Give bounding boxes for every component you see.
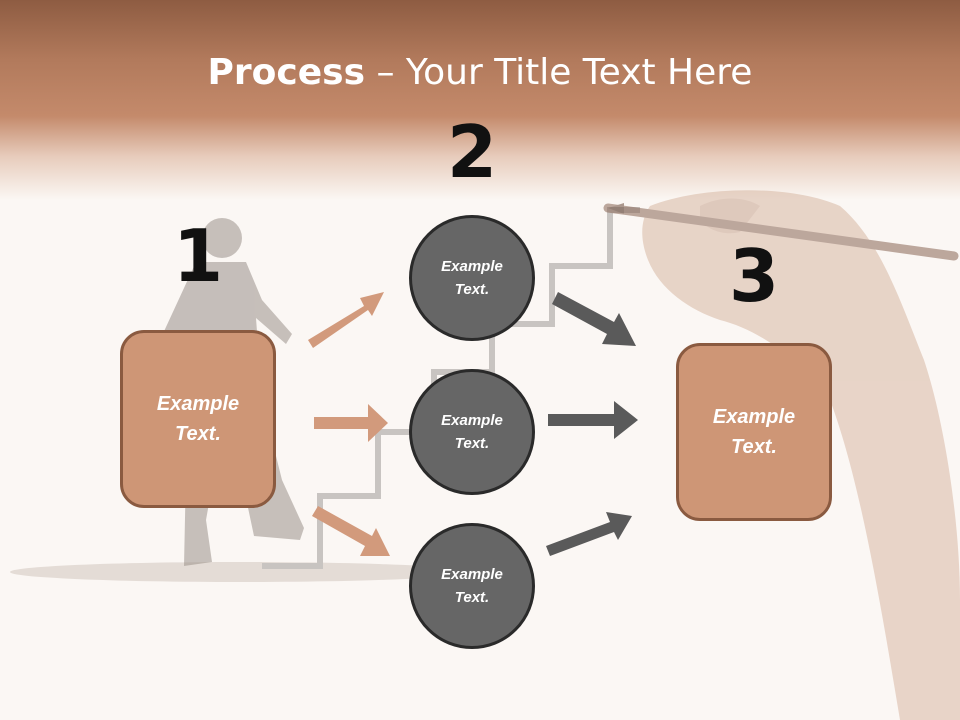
arrow-right-lower bbox=[546, 512, 632, 556]
circle-middle[interactable]: Example Text. bbox=[409, 369, 535, 495]
arrow-left-lower bbox=[312, 506, 390, 556]
circle-bottom-line1: Example bbox=[441, 566, 503, 583]
title-rest-part: – Your Title Text Here bbox=[365, 52, 753, 93]
left-text-box[interactable]: Example Text. bbox=[120, 330, 276, 508]
step-number-1: 1 bbox=[172, 214, 224, 298]
circle-top-line1: Example bbox=[441, 258, 503, 275]
arrow-right-middle bbox=[548, 401, 638, 439]
arrow-left-upper bbox=[308, 292, 384, 348]
circle-top[interactable]: Example Text. bbox=[409, 215, 535, 341]
circle-middle-line1: Example bbox=[441, 412, 503, 429]
slide-title: Process – Your Title Text Here bbox=[0, 52, 960, 93]
arrow-right-upper bbox=[552, 292, 636, 346]
left-box-line1: Example bbox=[156, 393, 240, 415]
left-box-line2: Text. bbox=[175, 423, 221, 445]
hand-with-pencil bbox=[603, 190, 960, 720]
circle-middle-line2: Text. bbox=[454, 435, 490, 452]
circle-bottom[interactable]: Example Text. bbox=[409, 523, 535, 649]
right-box-line1: Example bbox=[712, 406, 796, 428]
circle-bottom-line2: Text. bbox=[454, 589, 490, 606]
circle-top-line2: Text. bbox=[454, 281, 490, 298]
right-text-box[interactable]: Example Text. bbox=[676, 343, 832, 521]
right-box-line2: Text. bbox=[731, 436, 777, 458]
header-band bbox=[0, 0, 960, 200]
arrow-left-middle bbox=[314, 404, 388, 442]
step-number-3: 3 bbox=[728, 234, 780, 318]
floor-shadow bbox=[10, 562, 470, 582]
step-number-2: 2 bbox=[446, 110, 498, 194]
title-bold-part: Process bbox=[207, 52, 366, 93]
